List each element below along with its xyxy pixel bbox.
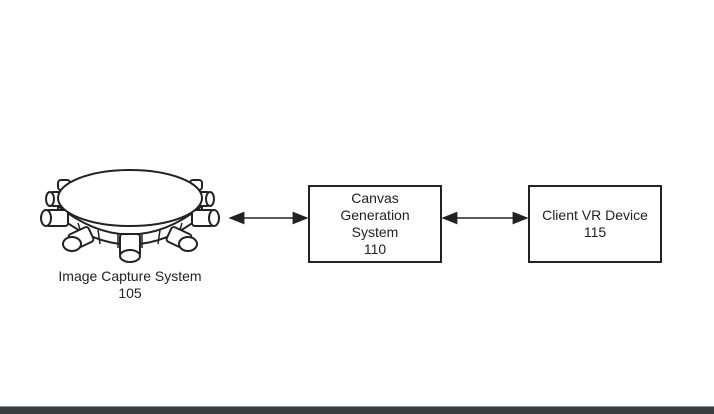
- canvas-generation-line-2: Generation: [340, 207, 410, 223]
- image-capture-system-label: Image Capture System 105: [40, 268, 220, 302]
- client-vr-device-number: 115: [583, 224, 607, 240]
- camera-rig-icon: [40, 169, 220, 263]
- canvas-generation-line-3: System: [351, 224, 399, 240]
- canvas-generation-line-1: Canvas: [351, 190, 399, 206]
- canvas-generation-number: 110: [363, 241, 387, 257]
- client-vr-device-name: Client VR Device: [542, 207, 648, 223]
- client-vr-device-box: Client VR Device 115: [528, 185, 662, 263]
- image-capture-system-name: Image Capture System: [58, 268, 202, 284]
- canvas-generation-system-box: Canvas Generation System 110: [308, 185, 442, 263]
- image-capture-system-number: 105: [118, 285, 142, 301]
- footer-bar: [0, 406, 714, 414]
